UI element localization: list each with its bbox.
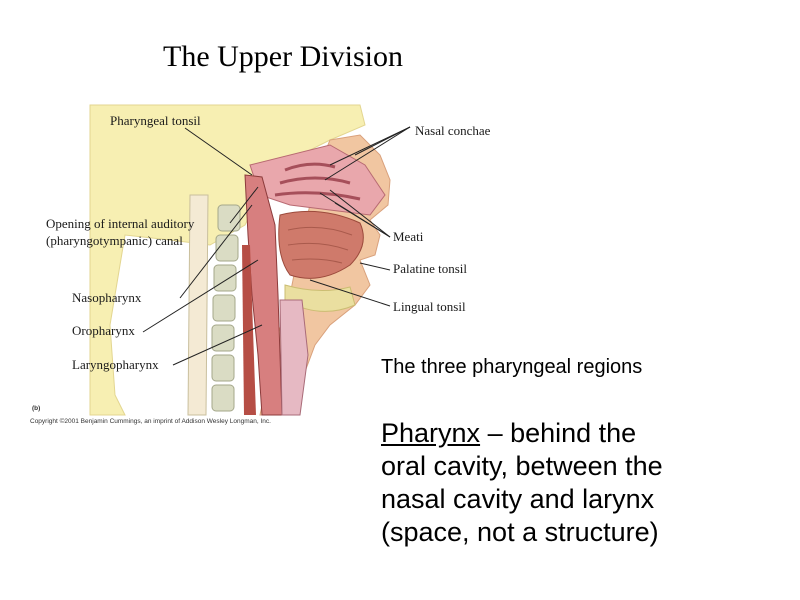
label-pharyngeal-tonsil: Pharyngeal tonsil (110, 113, 201, 128)
sagittal-head-illustration (89, 104, 411, 416)
slide-title: The Upper Division (163, 40, 403, 73)
figure-caption: The three pharyngeal regions (381, 356, 643, 378)
body-text: Pharynx – behind the oral cavity, betwee… (381, 417, 781, 549)
copyright-notice: Copyright ©2001 Benjamin Cummings, an im… (30, 418, 271, 425)
skull-shape (89, 104, 366, 416)
pharynx-term: Pharynx (381, 418, 481, 448)
label-meati: Meati (393, 229, 424, 244)
larynx (279, 299, 309, 416)
label-opening-line-1: Opening of internal auditory (46, 216, 195, 231)
label-nasopharynx: Nasopharynx (72, 290, 142, 305)
tongue-muscle-lines (287, 226, 353, 264)
label-laryngopharynx: Laryngopharynx (72, 357, 159, 372)
label-opening-line-2: (pharyngotympanic) canal (46, 233, 183, 248)
anatomy-figure: Pharyngeal tonsil Nasal conchae Opening … (30, 95, 510, 435)
label-lingual-tonsil: Lingual tonsil (393, 299, 466, 314)
spinal-cord (187, 194, 209, 416)
leader-lines (142, 126, 411, 366)
body-line-2: oral cavity, between the (381, 451, 663, 481)
label-oropharynx: Oropharynx (72, 323, 135, 338)
body-line-1-rest: – behind the (480, 418, 637, 448)
body-line-4: (space, not a structure) (381, 517, 659, 547)
panel-letter: (b) (32, 405, 41, 412)
conchae-ridges (274, 162, 361, 201)
label-nasal-conchae: Nasal conchae (415, 123, 491, 138)
body-line-3: nasal cavity and larynx (381, 484, 655, 514)
body-line-1: Pharynx – behind the (381, 417, 781, 450)
esophagus-muscle (242, 245, 256, 415)
label-palatine-tonsil: Palatine tonsil (393, 261, 468, 276)
